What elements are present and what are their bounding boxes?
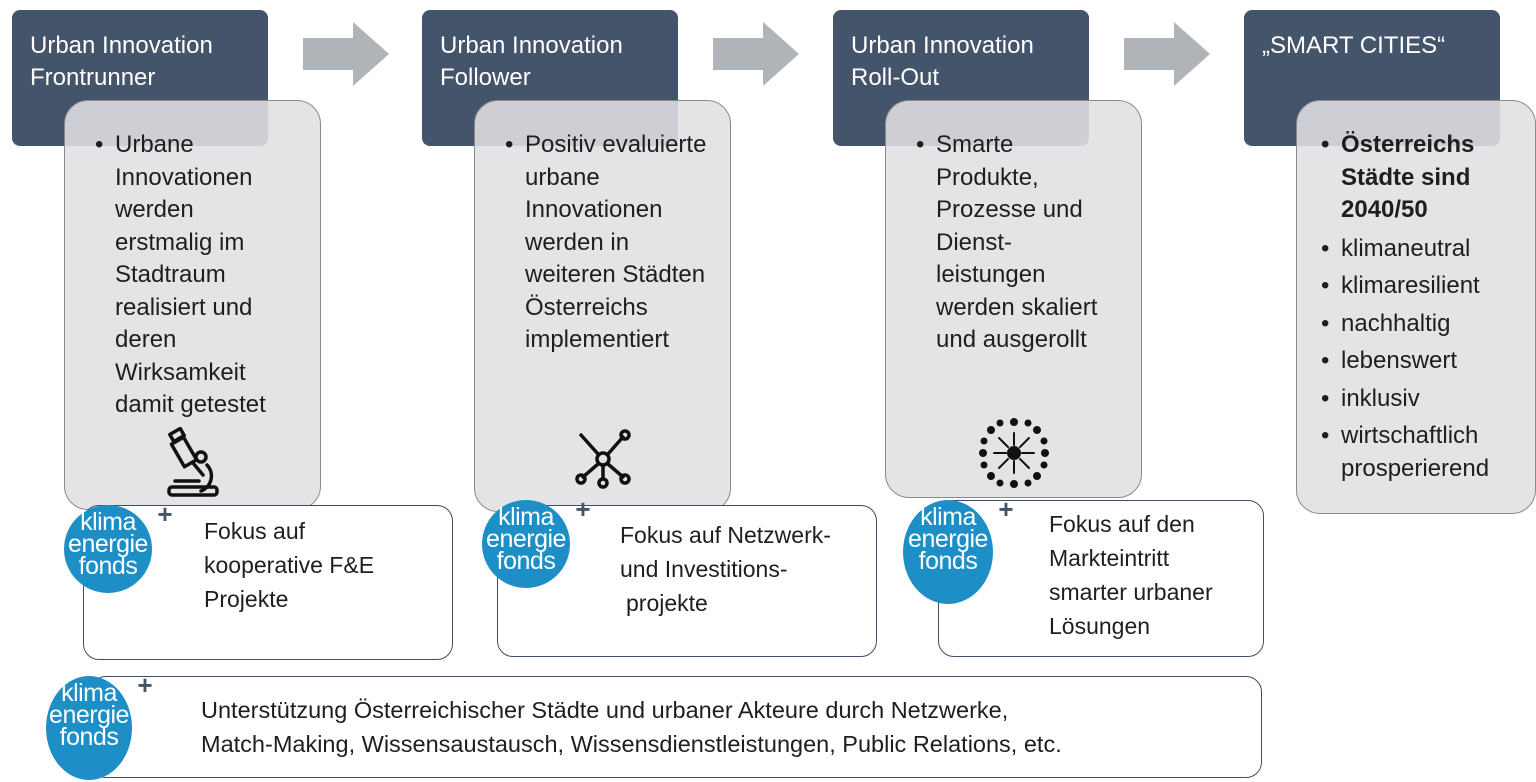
funding-box-3: Fokus auf den Markteintritt smarter urba… xyxy=(938,500,1264,657)
plus-icon: + xyxy=(157,499,172,529)
support-box: Unterstützung Österreichischer Städte un… xyxy=(90,676,1262,778)
stage-4-bullet: inklusiv xyxy=(1317,383,1529,416)
stage-4-bullet: klimaresilient xyxy=(1317,270,1529,303)
funding-1-line2: kooperative F&E xyxy=(204,552,375,578)
funding-3-line2: Markteintritt xyxy=(1049,545,1170,571)
funding-1-line1: Fokus auf xyxy=(204,518,305,544)
microscope-icon xyxy=(166,427,219,497)
stage-4-bullet: lebenswert xyxy=(1317,345,1529,378)
network-icon xyxy=(574,429,631,489)
scale-out-icon xyxy=(978,418,1049,488)
stage-2-card: Positiv evaluierte urbane Innovationen w… xyxy=(474,100,731,512)
arrow-right-icon xyxy=(713,22,799,86)
stage-4-bullet: wirtschaftlich prosperierend xyxy=(1317,420,1521,485)
funding-3-line4: Lösungen xyxy=(1049,613,1151,639)
stage-1-bullet: Urbane Innovationen werden erstmalig im … xyxy=(91,129,293,422)
stage-2-title-line2: Follower xyxy=(440,64,531,91)
arrow-right-icon xyxy=(303,22,389,86)
plus-icon: + xyxy=(575,494,590,524)
stage-3-bullet: Smarte Produkte, Prozesse und Dienst-lei… xyxy=(912,129,1106,357)
stage-4-card: Österreichs Städte sind 2040/50 klimaneu… xyxy=(1296,100,1536,514)
funding-3-text: Fokus auf den Markteintritt smarter urba… xyxy=(1049,507,1213,643)
support-line1: Unterstützung Österreichischer Städte un… xyxy=(201,697,1009,723)
stage-3-card: Smarte Produkte, Prozesse und Dienst-lei… xyxy=(885,100,1142,498)
stage-3-title-line2: Roll-Out xyxy=(851,64,940,91)
stage-3-header: Urban Innovation Roll-Out xyxy=(833,10,1089,146)
stage-2-title-line1: Urban Innovation xyxy=(440,32,623,59)
stage-1-title-line1: Urban Innovation xyxy=(30,32,213,59)
stage-4-title-line1: „SMART CITIES“ xyxy=(1262,32,1446,59)
support-text: Unterstützung Österreichischer Städte un… xyxy=(201,693,1062,761)
stage-3-title-line1: Urban Innovation xyxy=(851,32,1034,59)
funding-2-text: Fokus auf Netzwerk- und Investitions- pr… xyxy=(620,518,831,620)
funding-2-line1: Fokus auf Netzwerk- xyxy=(620,522,831,548)
stage-4-bullet: nachhaltig xyxy=(1317,308,1529,341)
plus-icon: + xyxy=(137,670,152,700)
funding-1-line3: Projekte xyxy=(204,586,289,612)
stage-2-bullet: Positiv evaluierte urbane Innovationen w… xyxy=(501,129,725,357)
stage-4-headline: Österreichs Städte sind 2040/50 xyxy=(1317,129,1501,227)
support-line2: Match-Making, Wissensaustausch, Wissensd… xyxy=(201,731,1062,757)
funding-3-line3: smarter urbaner xyxy=(1049,579,1213,605)
arrow-right-icon xyxy=(1124,22,1210,86)
plus-icon: + xyxy=(998,494,1013,524)
stage-4-bullet: klimaneutral xyxy=(1317,233,1529,266)
stage-1-title-line2: Frontrunner xyxy=(30,64,156,91)
funding-2-line2: und Investitions- xyxy=(620,556,788,582)
stage-1-card: Urbane Innovationen werden erstmalig im … xyxy=(64,100,321,510)
funding-3-line1: Fokus auf den xyxy=(1049,511,1195,537)
funding-2-line3: projekte xyxy=(626,590,708,616)
funding-1-text: Fokus auf kooperative F&E Projekte xyxy=(204,514,374,616)
